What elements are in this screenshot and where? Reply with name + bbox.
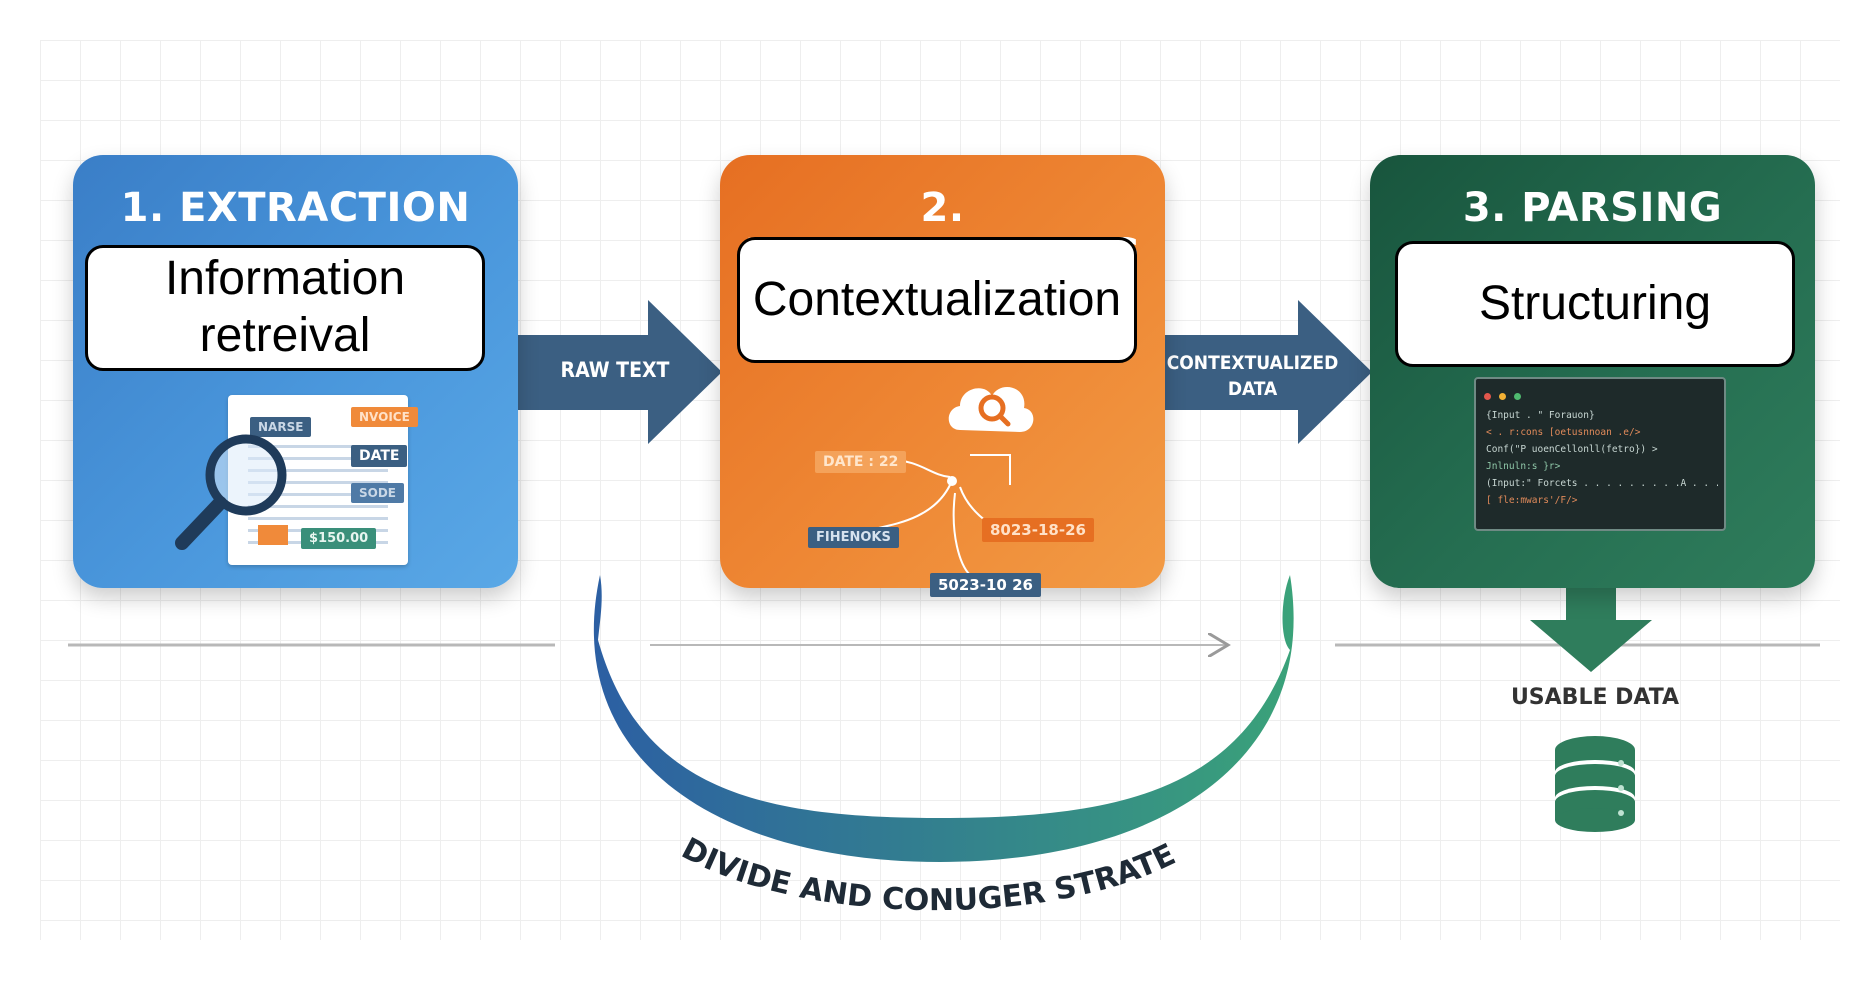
- usable-data-label: USABLE DATA: [1510, 685, 1680, 710]
- extraction-label-line2: retreival: [199, 309, 371, 362]
- extraction-label-line1: Information: [164, 252, 406, 306]
- maximize-dot-icon: [1514, 393, 1522, 400]
- code-line: (Input:" Forcets . . . . . . . . .A . . …: [1486, 478, 1718, 489]
- document-highlight: [258, 525, 288, 545]
- code-line: < . r:cons [oetusnnoan .e/>: [1486, 427, 1641, 438]
- date-output-tag: 8023-18-26: [982, 518, 1094, 542]
- code-window: {Input . " Forauon} < . r:cons [oetusnno…: [1474, 377, 1726, 531]
- raw-text-label: RAW TEXT: [560, 358, 670, 382]
- contextualized-data-label: CONTEXTUALIZED DATA: [1160, 350, 1345, 402]
- code-line: [ fle:mwars'/F/>: [1486, 495, 1578, 506]
- window-controls: [1484, 385, 1522, 404]
- amount-tag: $150.00: [301, 528, 377, 549]
- strategy-arc: [593, 575, 1294, 862]
- understanding-label: Contextualization: [752, 272, 1122, 326]
- understanding-label-box: Contextualization: [737, 237, 1137, 363]
- code-lines: {Input . " Forauon} < . r:cons [oetusnno…: [1486, 407, 1718, 509]
- extraction-label-box: Information retreival: [85, 245, 485, 371]
- minimize-dot-icon: [1499, 393, 1507, 400]
- code-tag: SODE: [351, 483, 405, 503]
- name-tag: NARSE: [250, 417, 312, 437]
- extraction-stage: 1. EXTRACTION Information retreival NARS…: [73, 155, 518, 588]
- parsing-stage: 3. PARSING Structuring {Input . " Forauo…: [1370, 155, 1815, 588]
- code-line: Conf("P uoenCellonll(fetro}) >: [1486, 444, 1658, 455]
- parsing-label-box: Structuring: [1395, 241, 1795, 367]
- date-context-tag: DATE : 22: [815, 451, 907, 473]
- parsing-label: Structuring: [1478, 276, 1712, 330]
- contextualized-data-label-line1: CONTEXTUALIZED: [1166, 352, 1339, 374]
- arrow-raw-text: [518, 300, 722, 444]
- date-tag: DATE: [351, 445, 408, 467]
- code-line: {Input . " Forauon}: [1486, 410, 1595, 421]
- extraction-title: 1. EXTRACTION: [120, 185, 471, 231]
- cloud-search-icon: [948, 386, 1034, 432]
- parsing-title: 3. PARSING: [1462, 185, 1723, 231]
- contextualized-data-label-line2: DATA: [1227, 378, 1278, 400]
- invoice-tag: NVOICE: [351, 407, 418, 427]
- arrow-contextualized-data: [1165, 300, 1372, 444]
- understanding-stage: 2. UNDERSTANDING Contextualization DATE …: [720, 155, 1165, 597]
- magnifier-icon: [175, 434, 287, 550]
- code-line: Jnlnuln:s }r>: [1486, 461, 1561, 472]
- arrow-usable-data: [1530, 588, 1652, 672]
- flow-lines: [859, 454, 1031, 576]
- close-dot-icon: [1484, 393, 1491, 400]
- date-normalized-tag: 5023-10 26: [930, 573, 1041, 597]
- entity-tag: FIHENOKS: [808, 527, 899, 548]
- database-icon: [1555, 736, 1635, 832]
